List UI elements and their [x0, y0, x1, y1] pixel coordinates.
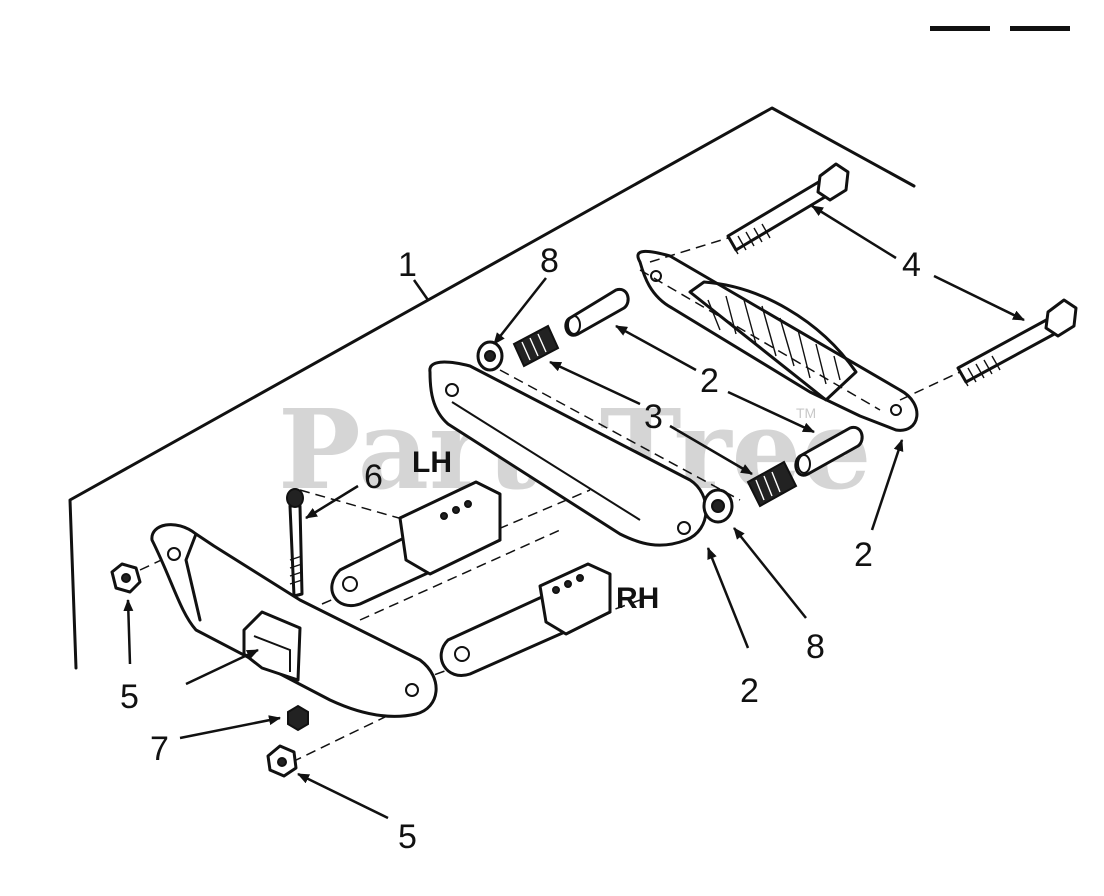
bracket-rh [439, 562, 612, 677]
callout-6: 6 [364, 458, 383, 496]
callout-2-right: 2 [854, 536, 873, 574]
leader-8-top [493, 277, 547, 345]
leader-3-lower [669, 424, 753, 476]
callout-3: 3 [644, 398, 663, 436]
assembly-frame [68, 106, 916, 670]
callout-5-bottom: 5 [398, 818, 417, 856]
side-label-rh: RH [616, 582, 659, 615]
nut-bottom [266, 744, 298, 778]
leader-2-a-upper [615, 324, 697, 372]
bracket-lh [330, 480, 502, 608]
leader-5-left [123, 599, 134, 665]
leader-6 [305, 484, 359, 520]
callout-2-bottom: 2 [740, 672, 759, 710]
leader-8-bottom [733, 527, 807, 619]
bolt-lower [956, 298, 1078, 387]
leader-7 [179, 715, 281, 740]
washer-upper [476, 340, 504, 372]
spring-upper [512, 324, 560, 368]
callout-1: 1 [398, 246, 417, 284]
leader-lift-bar [185, 648, 259, 686]
leader-2-right [870, 439, 904, 531]
leader-2-a-lower [727, 390, 815, 434]
callout-7: 7 [150, 730, 169, 768]
nut-left [110, 562, 142, 594]
callout-4: 4 [902, 246, 921, 284]
leader-5-bottom [297, 772, 389, 820]
rear-bracket-plate [636, 250, 919, 432]
leader-3-upper [549, 360, 641, 406]
spacer-lower [794, 425, 864, 477]
leader-4-lower [933, 274, 1025, 322]
spring-lower [746, 460, 798, 508]
callout-8-top: 8 [540, 242, 559, 280]
vertical-bolt [286, 488, 304, 598]
leader-2-bottom [706, 547, 750, 649]
bolt-upper [726, 162, 850, 255]
watermark-trademark: TM [796, 405, 816, 421]
callout-2-a: 2 [700, 362, 719, 400]
washer-lower [702, 488, 734, 524]
callout-5-left: 5 [120, 678, 139, 716]
lift-bar [150, 523, 438, 718]
leader-4-upper [811, 204, 897, 260]
spacer-upper [564, 287, 630, 337]
leader-1 [412, 279, 430, 301]
cropped-header-fragment [930, 26, 1070, 31]
front-link-plate [428, 360, 708, 547]
side-label-lh: LH [412, 446, 452, 479]
callout-8-bottom: 8 [806, 628, 825, 666]
nut-small [287, 704, 309, 732]
